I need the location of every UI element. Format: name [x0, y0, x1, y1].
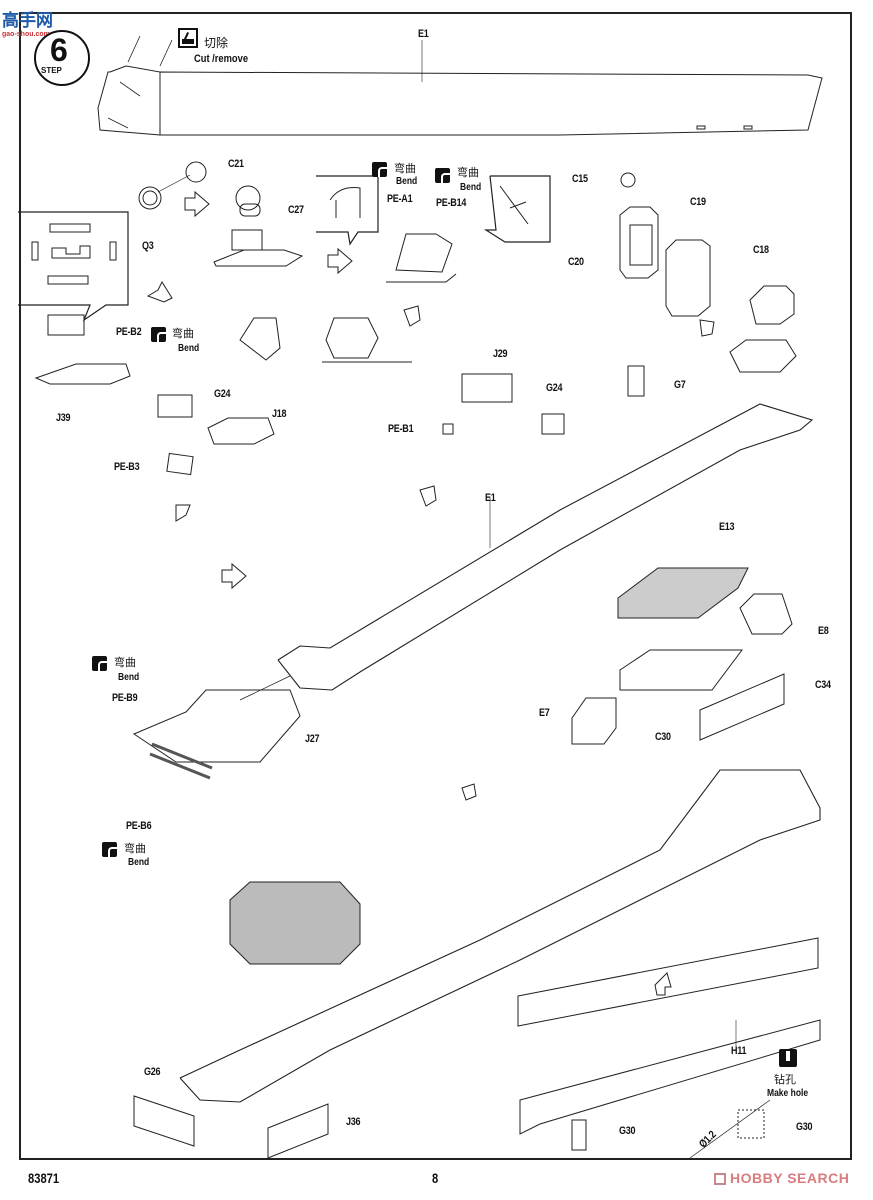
- part-label-h11: H11: [731, 1045, 747, 1057]
- part-label-g24: G24: [214, 388, 231, 400]
- part-label-c21: C21: [228, 158, 244, 170]
- hobby-search-logo-icon: [714, 1173, 726, 1185]
- part-label-j36: J36: [346, 1116, 361, 1128]
- part-label-c18: C18: [753, 244, 769, 256]
- watermark-url: gao-shou.com: [2, 31, 50, 38]
- part-label-c15: C15: [572, 173, 588, 185]
- cut-en: Cut /remove: [194, 53, 249, 65]
- part-label-j29: J29: [493, 348, 508, 360]
- source-watermark: HOBBY SEARCH: [714, 1170, 849, 1186]
- bend-cn: 弯曲: [124, 842, 146, 855]
- part-label-j39: J39: [56, 412, 71, 424]
- bend-icon: [372, 162, 387, 177]
- part-label-pe-b2: PE-B2: [116, 326, 142, 338]
- source-name: HOBBY SEARCH: [730, 1170, 850, 1186]
- part-label-e1: E1: [418, 28, 429, 40]
- part-label-j27: J27: [305, 733, 320, 745]
- drill-cn: 钻孔: [774, 1073, 796, 1086]
- cut-icon: [178, 28, 198, 48]
- part-label-pe-b14: PE-B14: [436, 197, 467, 209]
- page-number: 8: [432, 1170, 439, 1186]
- part-label-c30: C30: [655, 731, 671, 743]
- watermark-logo: 高手网 gao-shou.com: [2, 6, 53, 38]
- part-label-c34: C34: [815, 679, 831, 691]
- part-label-c27: C27: [288, 204, 304, 216]
- bend-icon: [151, 327, 166, 342]
- part-label-g24: G24: [546, 382, 563, 394]
- kit-number: 83871: [28, 1170, 60, 1186]
- bend-en: Bend: [178, 343, 200, 354]
- bend-cn: 弯曲: [114, 656, 136, 669]
- step-badge: 6 STEP: [34, 30, 90, 86]
- bend-cn: 弯曲: [172, 327, 194, 340]
- bend-icon: [435, 168, 450, 183]
- bend-cn: 弯曲: [394, 162, 416, 175]
- part-label-e13: E13: [719, 521, 735, 533]
- bend-en: Bend: [128, 857, 150, 868]
- part-label-e8: E8: [818, 625, 829, 637]
- part-label-c19: C19: [690, 196, 706, 208]
- part-label-pe-b3: PE-B3: [114, 461, 140, 473]
- e1-top-plate: [97, 35, 823, 136]
- bend-icon: [102, 842, 117, 857]
- step-label: STEP: [41, 66, 62, 75]
- part-label-pe-b9: PE-B9: [112, 692, 138, 704]
- part-label-pe-b6: PE-B6: [126, 820, 152, 832]
- part-label-g7: G7: [674, 379, 686, 391]
- drill-icon: [779, 1049, 797, 1067]
- part-label-pe-b1: PE-B1: [388, 423, 414, 435]
- part-label-g30: G30: [796, 1121, 813, 1133]
- part-label-e7: E7: [539, 707, 550, 719]
- step-number: 6: [50, 32, 68, 68]
- watermark-site-name: 高手网: [2, 11, 53, 31]
- part-label-j18: J18: [272, 408, 287, 420]
- drill-en: Make hole: [767, 1088, 809, 1099]
- bend-icon: [92, 656, 107, 671]
- cut-cn: 切除: [204, 36, 229, 50]
- part-label-e1: E1: [485, 492, 496, 504]
- bend-en: Bend: [396, 176, 418, 187]
- part-label-g30: G30: [619, 1125, 636, 1137]
- bend-en: Bend: [460, 182, 482, 193]
- bend-cn: 弯曲: [457, 166, 479, 179]
- part-label-q3: Q3: [142, 240, 154, 252]
- part-label-c20: C20: [568, 256, 584, 268]
- bend-en: Bend: [118, 672, 140, 683]
- part-label-g26: G26: [144, 1066, 161, 1078]
- part-label-pe-a1: PE-A1: [387, 193, 413, 205]
- instruction-frame: [19, 12, 852, 1160]
